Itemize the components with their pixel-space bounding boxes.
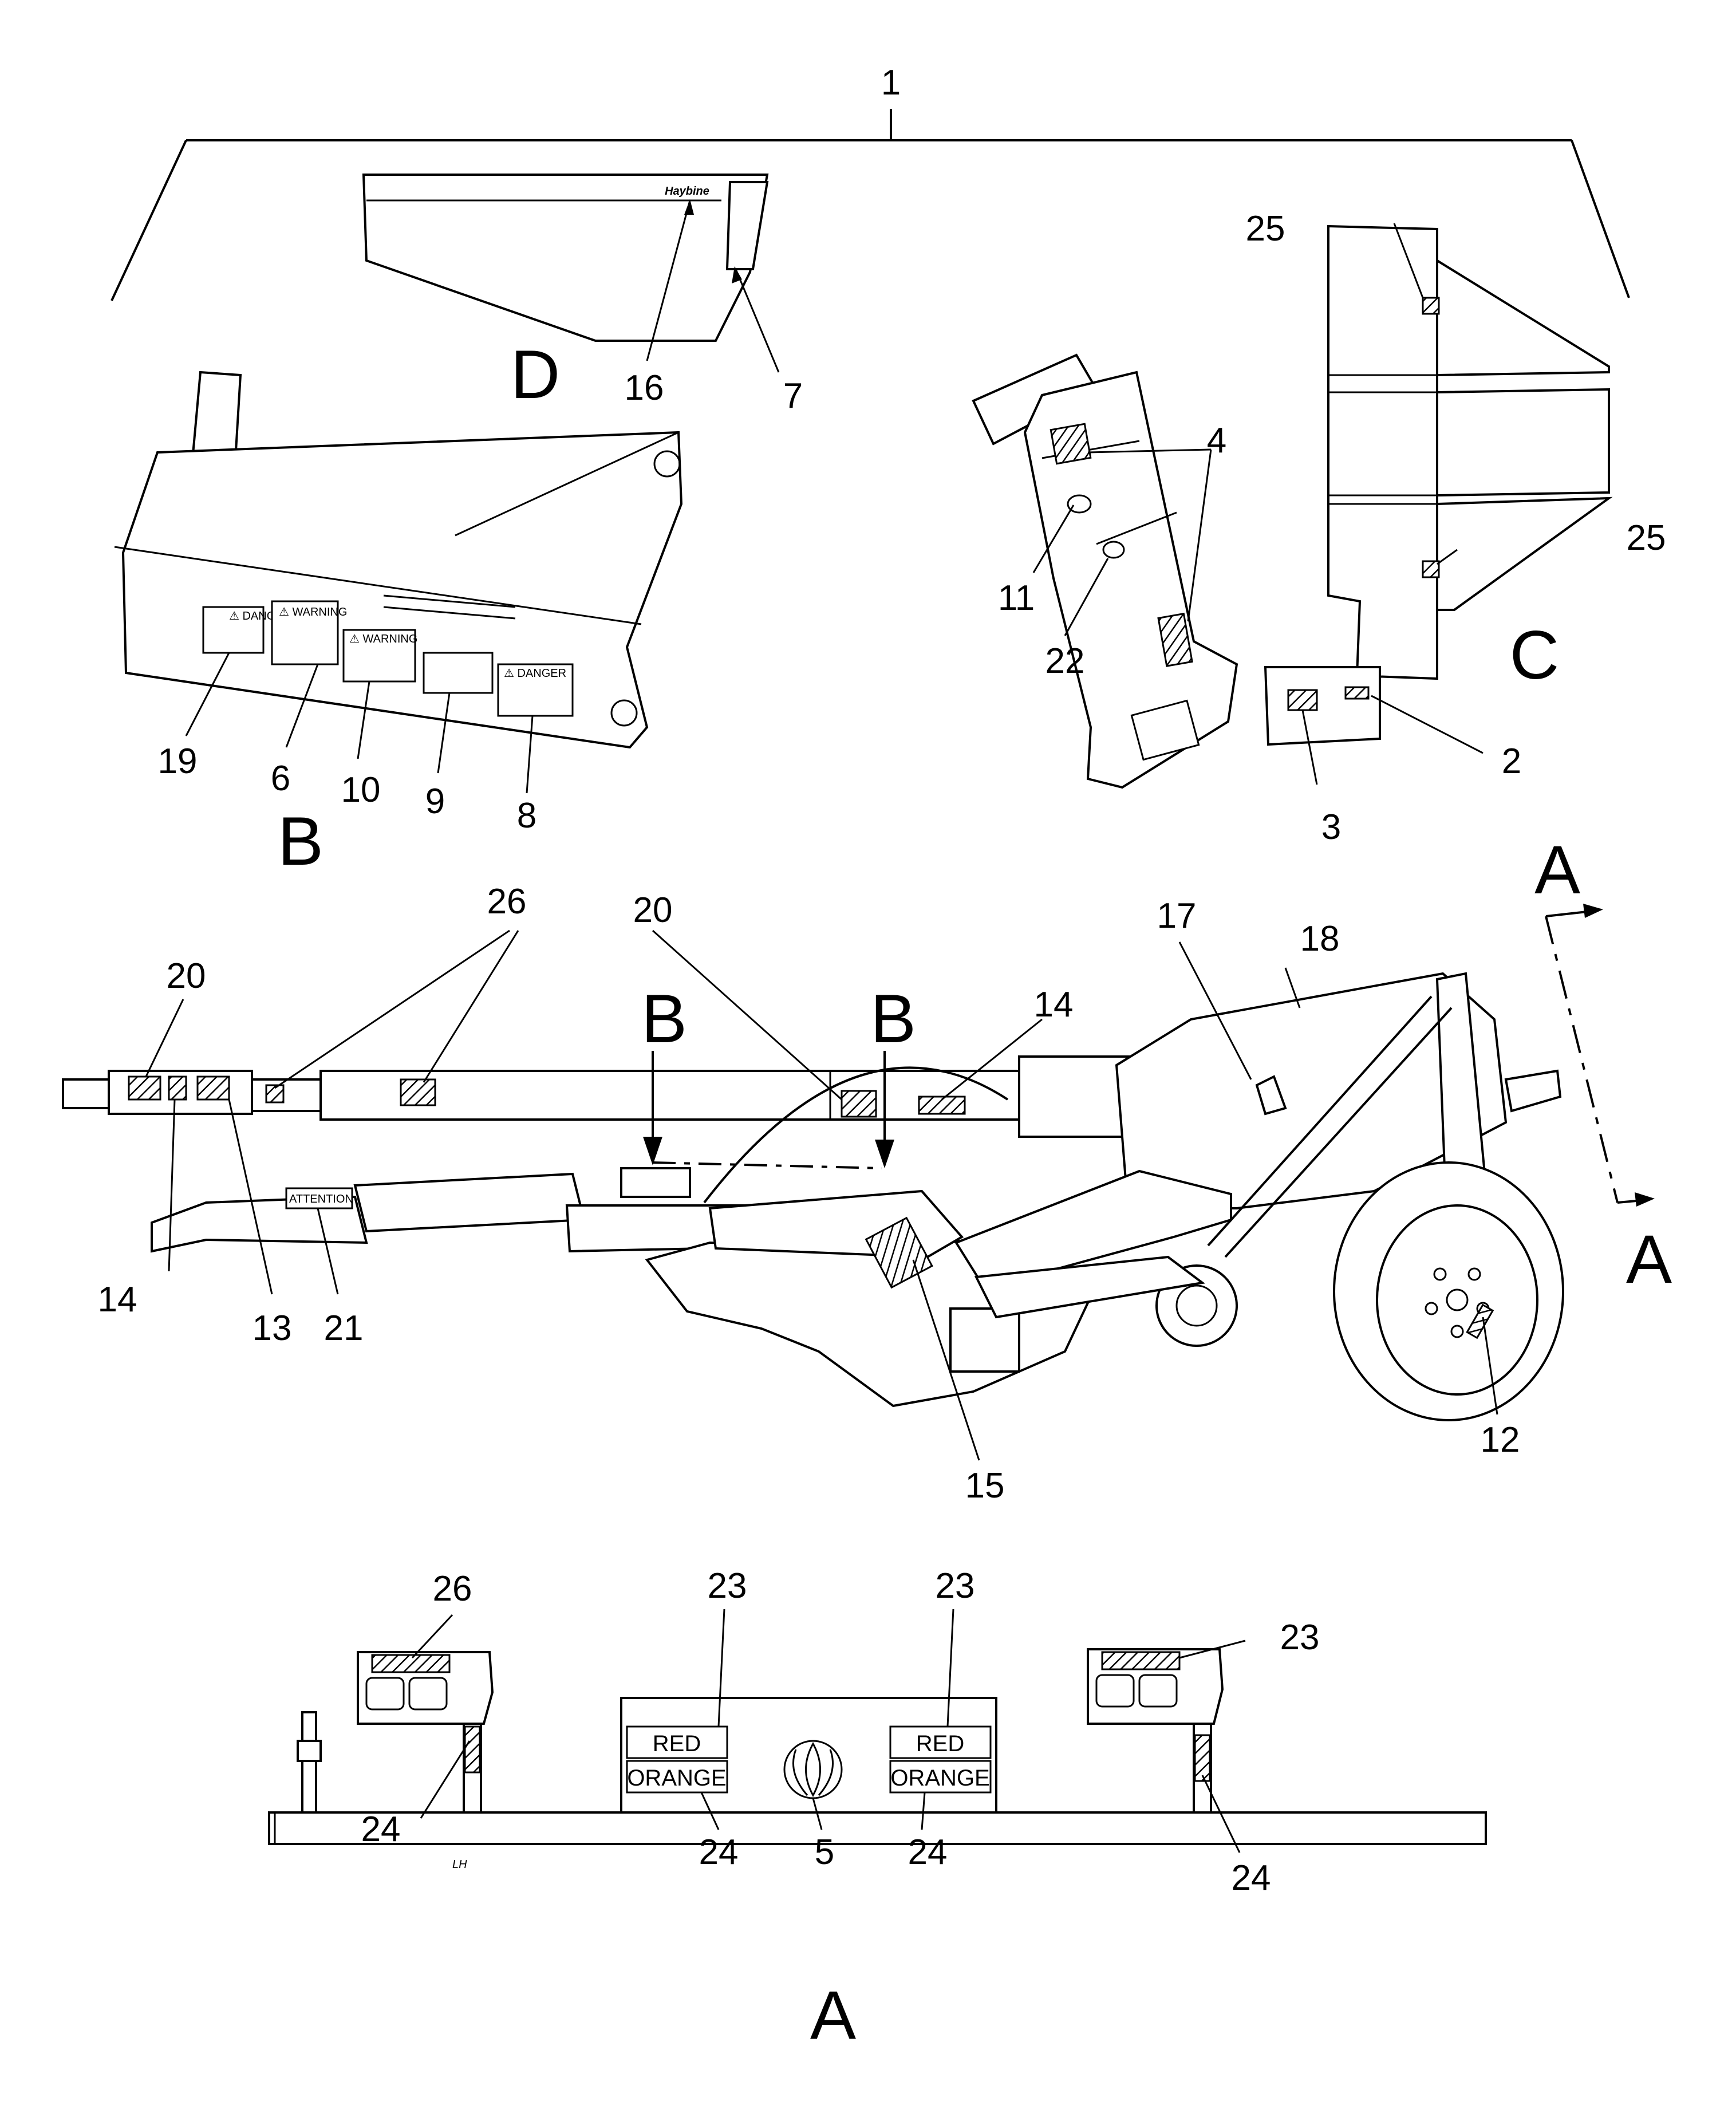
callout-1: 1 [881,63,901,103]
swing-arm-view [972,353,1238,789]
kit-bracket [111,109,1630,301]
callout-24-right-post: 24 [1232,1858,1271,1898]
red-reflector-left: RED [653,1731,701,1756]
view-d-panel: Haybine [362,174,780,373]
callout-11: 11 [998,578,1035,618]
callout-25-top: 25 [1246,209,1285,249]
section-b-label-right: B [870,980,916,1057]
callout-16: 16 [625,368,664,408]
callout-9: 9 [425,782,445,821]
orange-reflector-right: ORANGE [890,1766,989,1791]
warning-decal-10-text: ⚠ WARNING [349,633,417,645]
attention-decal-text: ATTENTION [289,1193,353,1205]
callout-13: 13 [252,1309,292,1348]
callout-7: 7 [783,376,803,416]
callout-24-left-post: 24 [361,1810,401,1849]
callout-24-center-left: 24 [699,1833,739,1872]
callout-22: 22 [1045,641,1085,681]
callout-8: 8 [517,796,536,836]
callout-17: 17 [1157,896,1197,936]
callout-21: 21 [324,1309,364,1348]
callout-14-left: 14 [98,1280,137,1319]
machine-side-view: ATTENTION [62,929,1564,1461]
warning-decal-6-text: ⚠ WARNING [279,606,347,618]
callout-26-main: 26 [487,882,527,921]
brand-decal-text: Haybine [665,185,709,198]
callout-10: 10 [341,770,381,810]
callout-24-center-right: 24 [908,1833,948,1872]
view-b-label: B [278,803,323,880]
callout-12: 12 [1481,1420,1520,1460]
view-a-label: A [810,1977,856,2054]
callout-26-bar: 26 [433,1569,472,1609]
section-a-a-indicator [1545,904,1655,1207]
callout-15: 15 [965,1466,1005,1506]
red-reflector-right: RED [916,1731,964,1756]
callout-4: 4 [1207,421,1226,460]
lh-label: LH [452,1858,467,1871]
view-c-shield [1264,223,1613,785]
orange-reflector-left: ORANGE [627,1766,726,1791]
callout-19: 19 [158,742,198,781]
callout-25-bottom: 25 [1627,518,1666,558]
callout-2: 2 [1502,742,1521,781]
callout-20-center: 20 [633,890,673,930]
section-a-label-bottom: A [1626,1221,1672,1298]
section-b-label-left: B [641,980,687,1057]
view-a-light-bar: RED ORANGE RED ORANGE LH [268,1609,1487,1871]
view-c-label: C [1510,617,1560,693]
callout-5: 5 [815,1833,834,1872]
callout-14-right: 14 [1034,985,1074,1024]
callout-3: 3 [1321,807,1341,847]
callout-20-left: 20 [167,956,206,996]
callout-6: 6 [271,759,290,798]
view-d-label: D [511,336,561,413]
danger-decal-8-text: ⚠ DANGER [504,667,566,680]
callout-18: 18 [1300,919,1340,959]
callout-23-left: 23 [708,1566,747,1606]
view-b-shield: ⚠ DANGER ⚠ WARNING ⚠ WARNING ⚠ DANGER [114,371,683,794]
section-a-label-top: A [1534,832,1580,908]
callout-23-right: 23 [1280,1618,1320,1657]
callout-23-center: 23 [936,1566,975,1606]
